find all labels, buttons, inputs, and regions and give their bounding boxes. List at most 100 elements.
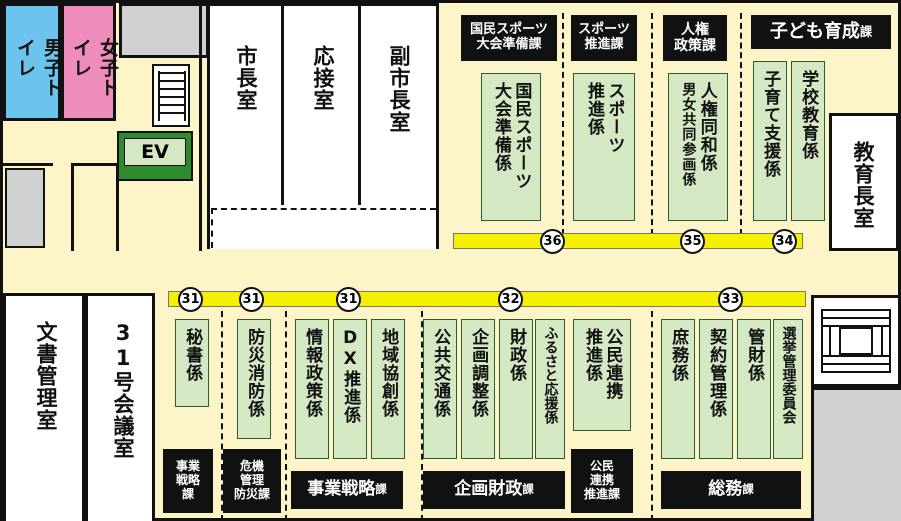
meeting-room-31-label: 31号会議室 bbox=[111, 321, 135, 459]
document-storage-label: 文書管理室 bbox=[34, 321, 58, 431]
dept-planning-finance-suffix: 課 bbox=[522, 482, 534, 497]
wall bbox=[199, 3, 202, 251]
dept-planning-finance: 企画財政課 bbox=[423, 471, 565, 509]
section-public-private-col2: 推進係 bbox=[582, 328, 602, 382]
dept-business-strategy: 事業戦略課 bbox=[291, 471, 403, 509]
document-storage-room bbox=[3, 293, 85, 521]
section-hometown-tax-label: ふるさと応援係 bbox=[542, 326, 559, 424]
mens-restroom: 男子トイレ bbox=[3, 3, 63, 121]
stairs-bottom-icon bbox=[821, 309, 891, 373]
dept-business-strategy-small-line2: 戦略 bbox=[175, 473, 200, 488]
education-chief-label: 教育長室 bbox=[851, 141, 875, 229]
section-election-committee-label: 選挙管理委員会 bbox=[780, 326, 797, 424]
womens-restroom-label: 女子トイレ bbox=[70, 38, 119, 98]
counter-number: 31 bbox=[239, 287, 264, 312]
closet bbox=[71, 163, 119, 251]
section-sports-promotion: スポーツ 推進係 bbox=[573, 73, 635, 221]
counter-number: 32 bbox=[498, 287, 523, 312]
vice-mayor-office: 副市長室 bbox=[387, 45, 411, 133]
partition bbox=[285, 311, 287, 521]
dept-business-strategy-small: 事業 戦略 課 bbox=[163, 449, 213, 513]
counter-number: 34 bbox=[772, 229, 797, 254]
shaft-bottom-right bbox=[811, 387, 901, 521]
elevator: EV bbox=[117, 131, 193, 181]
section-hometown-tax: ふるさと応援係 bbox=[535, 319, 565, 459]
section-planning-coord: 企画調整係 bbox=[461, 319, 495, 459]
dept-kokumin-sports-line1: 国民スポーツ bbox=[470, 22, 548, 38]
dept-public-private-promo: 公民 連携 推進課 bbox=[571, 449, 633, 513]
meeting-room-31 bbox=[85, 293, 155, 521]
dept-public-private-promo-line3: 推進課 bbox=[583, 486, 620, 501]
dept-child-development-suffix: 課 bbox=[859, 24, 873, 39]
section-secretary-label: 秘書係 bbox=[182, 328, 203, 382]
counter-top bbox=[453, 233, 803, 249]
section-school-education: 学校教育係 bbox=[791, 61, 825, 221]
dept-sports-promotion: スポーツ 推進課 bbox=[571, 15, 637, 61]
counter-number: 31 bbox=[178, 287, 203, 312]
shaft-left bbox=[5, 168, 45, 248]
dept-sports-promotion-line1: スポーツ bbox=[578, 22, 630, 38]
mens-restroom-label: 男子トイレ bbox=[14, 38, 63, 98]
elevator-label: EV bbox=[141, 141, 169, 163]
dept-human-rights: 人権 政策課 bbox=[663, 15, 727, 61]
section-childcare-support: 子育て支援係 bbox=[753, 61, 787, 221]
section-election-committee: 選挙管理委員会 bbox=[773, 319, 803, 459]
womens-restroom: 女子トイレ bbox=[61, 3, 119, 121]
section-public-transport-label: 公共交通係 bbox=[430, 328, 451, 418]
dept-business-strategy-small-line3: 課 bbox=[181, 486, 194, 501]
section-human-rights-col2: 男女共同参画係 bbox=[680, 82, 697, 187]
partition bbox=[740, 13, 742, 235]
wall bbox=[155, 519, 811, 521]
section-sports-promotion-col2: 推進係 bbox=[584, 82, 604, 136]
partition bbox=[211, 208, 436, 210]
dept-kokumin-sports-line2: 大会準備課 bbox=[476, 37, 542, 52]
dept-kokumin-sports: 国民スポーツ 大会準備課 bbox=[461, 15, 557, 61]
dept-crisis-management-line2: 管理 bbox=[239, 473, 264, 488]
stairs-bottom bbox=[811, 295, 901, 387]
section-asset-mgmt: 管財係 bbox=[737, 319, 771, 459]
dept-general-affairs-suffix: 課 bbox=[742, 482, 754, 497]
section-human-rights-col1: 人権同和係 bbox=[696, 82, 717, 172]
counter-number: 33 bbox=[718, 287, 743, 312]
dept-human-rights-line2: 政策課 bbox=[674, 38, 716, 54]
section-info-policy: 情報政策係 bbox=[295, 319, 329, 459]
section-secretary: 秘書係 bbox=[175, 319, 209, 407]
wall bbox=[3, 163, 53, 166]
shaft-top bbox=[119, 3, 209, 58]
counter-number: 36 bbox=[540, 229, 565, 254]
section-kokumin-sports-prep-col2: 大会準備係 bbox=[491, 82, 511, 172]
section-disaster-prevention: 防災消防係 bbox=[237, 319, 271, 439]
dept-business-strategy-suffix: 課 bbox=[375, 482, 387, 497]
dept-human-rights-line1: 人権 bbox=[681, 21, 709, 38]
dept-crisis-management-line1: 危機 bbox=[239, 459, 264, 474]
section-childcare-support-label: 子育て支援係 bbox=[760, 70, 781, 178]
counter-number: 35 bbox=[680, 229, 705, 254]
section-public-transport: 公共交通係 bbox=[423, 319, 457, 459]
wall bbox=[358, 3, 361, 205]
section-contracts-label: 契約管理係 bbox=[706, 328, 727, 418]
dept-general-affairs-label: 総務 bbox=[708, 479, 743, 500]
section-regional-collab: 地域協創係 bbox=[371, 319, 405, 459]
counter-number: 31 bbox=[336, 287, 361, 312]
reception-room: 応接室 bbox=[311, 45, 335, 111]
section-kokumin-sports-prep-col1: 国民スポーツ bbox=[511, 82, 532, 190]
section-general-affairs: 庶務係 bbox=[661, 319, 695, 459]
section-public-private-col1: 公民連携 bbox=[602, 328, 623, 400]
partition bbox=[211, 208, 213, 248]
dept-sports-promotion-line2: 推進課 bbox=[584, 37, 624, 52]
partition bbox=[221, 311, 223, 521]
dept-business-strategy-label: 事業戦略 bbox=[307, 479, 376, 500]
stairs-top bbox=[151, 63, 191, 128]
section-finance: 財政係 bbox=[499, 319, 533, 459]
section-kokumin-sports-prep: 国民スポーツ 大会準備係 bbox=[481, 73, 541, 221]
partition bbox=[651, 311, 653, 521]
dept-planning-finance-label: 企画財政 bbox=[454, 479, 523, 500]
section-sports-promotion-col1: スポーツ bbox=[604, 82, 625, 154]
dept-public-private-promo-line2: 連携 bbox=[589, 473, 614, 488]
section-dx-promotion-label: DX推進係 bbox=[340, 328, 361, 424]
dept-child-development: 子ども育成課 bbox=[751, 15, 891, 49]
section-regional-collab-label: 地域協創係 bbox=[378, 328, 399, 418]
dept-crisis-management-line3: 防災課 bbox=[233, 486, 270, 501]
section-dx-promotion: DX推進係 bbox=[333, 319, 367, 459]
